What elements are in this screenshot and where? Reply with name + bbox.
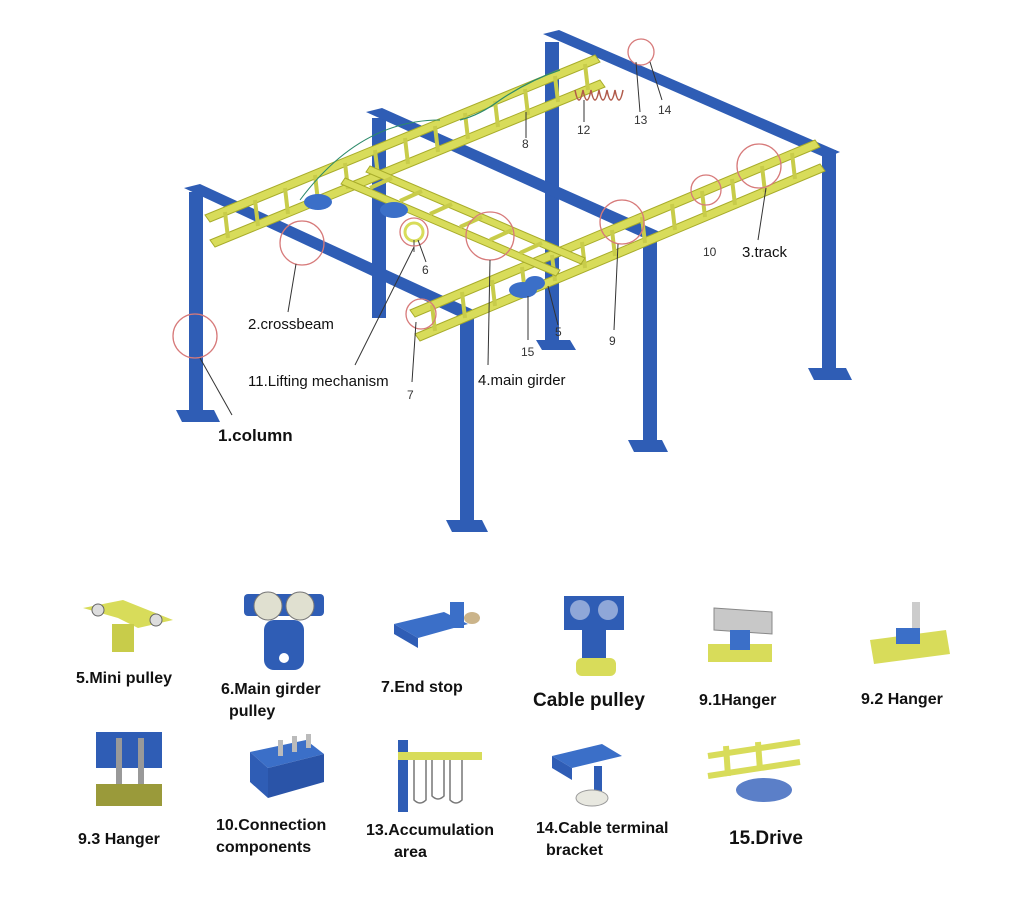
- part-label-cable-terminal-bracket-line1: 14.Cable terminal: [536, 820, 669, 837]
- part-label-hanger-9-1: 9.1Hanger: [699, 692, 777, 709]
- connection-components-image: [244, 734, 328, 804]
- crossbeam-back: [543, 30, 840, 158]
- leader-lines: [199, 61, 767, 416]
- column-front-left: [189, 192, 203, 412]
- number-15: 15: [521, 345, 535, 359]
- label-column: 1.column: [218, 426, 293, 445]
- part-label-cable-terminal-bracket-line2: bracket: [546, 842, 603, 859]
- part-label-cable-terminal-bracket: 14.Cable terminal bracket: [536, 818, 669, 862]
- part-label-main-girder-pulley-line1: 6.Main girder: [221, 681, 321, 698]
- main-girder-pulley-image: [240, 586, 330, 676]
- drive-image: [706, 736, 802, 806]
- column-front-right: [643, 236, 657, 444]
- part-label-hanger-9-3: 9.3 Hanger: [78, 831, 160, 848]
- part-label-accumulation-area: 13.Accumulation area: [366, 820, 494, 864]
- number-7: 7: [407, 388, 414, 402]
- number-13: 13: [634, 113, 648, 127]
- part-label-main-girder-pulley-line2: pulley: [229, 703, 276, 720]
- label-main-girder: 4.main girder: [478, 372, 566, 389]
- crane-system-diagram: 1.column 2.crossbeam 3.track 4.main gird…: [172, 30, 852, 532]
- part-label-hanger-9-2: 9.2 Hanger: [861, 691, 943, 708]
- number-8: 8: [522, 137, 529, 151]
- column-back-right: [822, 150, 836, 370]
- part-label-connection-components: 10.Connection components: [216, 815, 326, 859]
- part-label-mini-pulley: 5.Mini pulley: [76, 670, 173, 687]
- part-label-cable-pulley: Cable pulley: [533, 690, 645, 711]
- number-12: 12: [577, 123, 591, 137]
- accumulation-area-image: [394, 738, 484, 814]
- number-6: 6: [422, 263, 429, 277]
- part-label-main-girder-pulley: 6.Main girder pulley: [221, 679, 321, 723]
- part-label-connection-components-line2: components: [216, 839, 312, 856]
- mini-pulley-image: [78, 598, 178, 658]
- cable-pulley-image: [560, 592, 630, 682]
- hanger-9-3-image: [94, 730, 166, 810]
- crane-structure-drawing: [172, 30, 852, 532]
- column-front-center: [460, 318, 474, 524]
- part-label-connection-components-line1: 10.Connection: [216, 817, 327, 834]
- number-10: 10: [703, 245, 717, 259]
- hanger-9-1-image: [700, 604, 780, 674]
- hanger-9-2-image: [866, 600, 956, 674]
- number-9: 9: [609, 334, 616, 348]
- label-lifting-mechanism: 11.Lifting mechanism: [248, 373, 389, 390]
- part-label-accumulation-area-line2: area: [394, 844, 427, 861]
- number-14: 14: [658, 103, 672, 117]
- number-5: 5: [555, 325, 562, 339]
- part-label-drive: 15.Drive: [729, 828, 803, 849]
- end-stop-image: [388, 598, 488, 654]
- part-label-end-stop: 7.End stop: [381, 679, 463, 696]
- label-track: 3.track: [742, 244, 788, 261]
- crossbeam-middle: [366, 108, 660, 238]
- label-crossbeam: 2.crossbeam: [248, 316, 334, 333]
- callout-circles: [172, 38, 782, 359]
- cable-terminal-bracket-image: [548, 740, 628, 812]
- part-label-accumulation-area-line1: 13.Accumulation: [366, 822, 495, 839]
